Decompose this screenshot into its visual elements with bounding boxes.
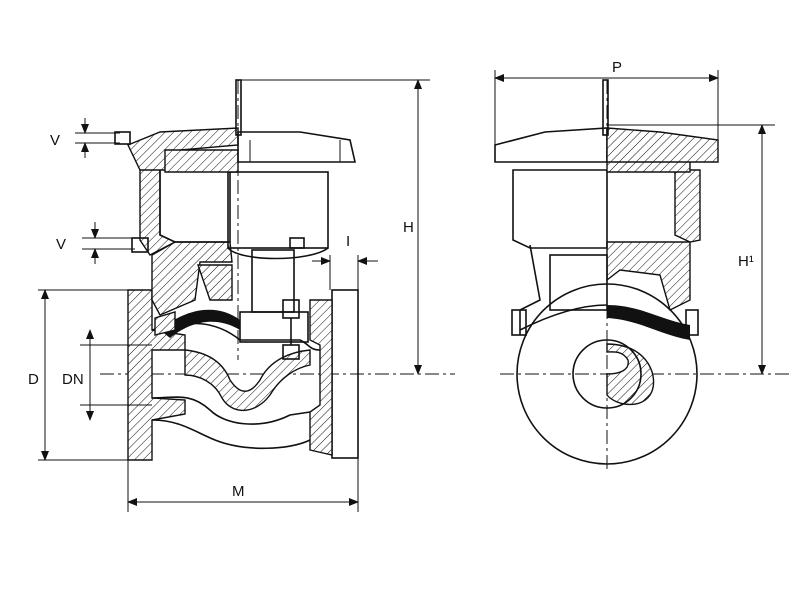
label-h: H — [403, 219, 414, 236]
dimensions — [38, 70, 775, 512]
label-v-bottom: V — [56, 236, 66, 253]
label-v-top: V — [50, 132, 60, 149]
section-view — [100, 79, 455, 461]
label-i: I — [346, 233, 350, 250]
label-dn: DN — [62, 371, 84, 388]
label-h1: H¹ — [738, 253, 754, 270]
label-d: D — [28, 371, 39, 388]
label-p: P — [612, 59, 622, 76]
label-m: M — [232, 483, 245, 500]
side-view — [494, 79, 790, 470]
